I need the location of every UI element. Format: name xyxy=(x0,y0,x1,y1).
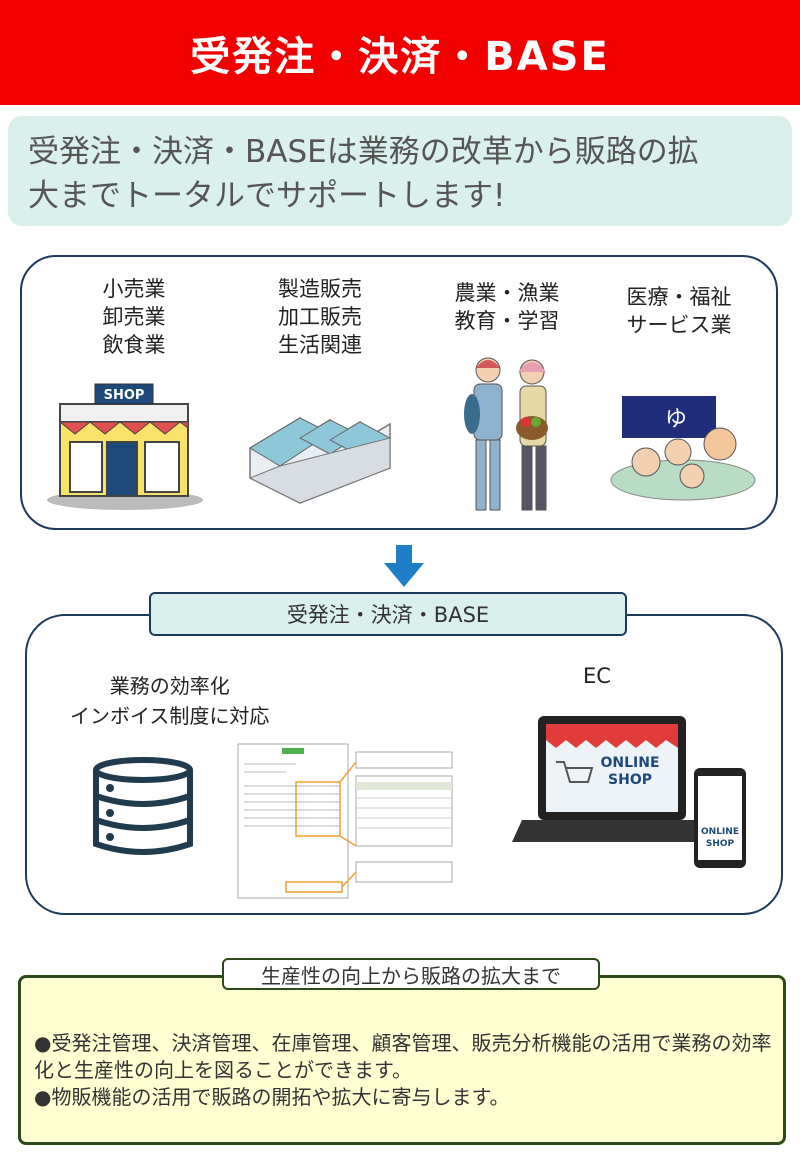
intro-banner: 受発注・決済・BASEは業務の改革から販路の拡 大までトータルでサポートします! xyxy=(8,116,792,226)
summary-bullet-2: ●物販機能の活用で販路の開拓や拡大に寄与します。 xyxy=(34,1085,510,1109)
svg-text:ゆ: ゆ xyxy=(665,407,687,432)
industry-line: 農業・漁業 xyxy=(454,281,560,305)
summary-panel xyxy=(18,975,786,1145)
farmers-illustration xyxy=(464,357,548,511)
svg-text:ONLINE: ONLINE xyxy=(701,827,739,837)
hotspring-illustration: ゆ xyxy=(610,396,756,501)
summary-body: ●受発注管理、決済管理、在庫管理、顧客管理、販売分析機能の活用で業務の効率化と生… xyxy=(34,1030,774,1111)
intro-line-2: 大までトータルでサポートします! xyxy=(28,178,506,214)
industry-line: 飲食業 xyxy=(102,333,166,357)
industry-agriculture: 農業・漁業 教育・学習 xyxy=(442,279,572,335)
database-icon xyxy=(93,757,193,855)
ec-label: EC xyxy=(583,664,611,688)
svg-text:SHOP: SHOP xyxy=(706,839,735,849)
page-title: 受発注・決済・BASE xyxy=(0,0,800,105)
factory-illustration xyxy=(248,416,392,504)
industry-line: 卸売業 xyxy=(102,305,166,329)
industries-panel: 小売業 卸売業 飲食業 製造販売 加工販売 生活関連 農業・漁業 教育・学習 医… xyxy=(20,255,778,530)
industry-line: サービス業 xyxy=(626,313,732,337)
down-arrow-icon xyxy=(384,545,424,587)
online-label-line-1: ONLINE xyxy=(600,755,659,771)
industry-line: 生活関連 xyxy=(278,333,362,357)
online-shop-illustration: ONLINE SHOP ONLINE SHOP xyxy=(512,716,746,868)
efficiency-line-1: 業務の効率化 xyxy=(109,674,230,698)
shop-illustration: SHOP xyxy=(47,383,203,510)
invoice-illustration xyxy=(237,743,453,899)
industry-line: 加工販売 xyxy=(278,305,362,329)
shop-sign: SHOP xyxy=(104,388,145,403)
solution-tag: 受発注・決済・BASE xyxy=(149,592,627,636)
industry-line: 製造販売 xyxy=(278,277,362,301)
industry-line: 医療・福祉 xyxy=(626,285,732,309)
efficiency-line-2: インボイス制度に対応 xyxy=(70,704,270,728)
summary-tag: 生産性の向上から販路の拡大まで xyxy=(222,958,600,990)
industry-line: 小売業 xyxy=(102,277,166,301)
intro-line-1: 受発注・決済・BASEは業務の改革から販路の拡 xyxy=(28,134,699,170)
online-label-line-2: SHOP xyxy=(608,772,652,788)
industry-medical: 医療・福祉 サービス業 xyxy=(614,283,744,339)
efficiency-text: 業務の効率化 インボイス制度に対応 xyxy=(70,671,269,731)
industry-retail: 小売業 卸売業 飲食業 xyxy=(79,275,189,359)
summary-bullet-1: ●受発注管理、決済管理、在庫管理、顧客管理、販売分析機能の活用で業務の効率化と生… xyxy=(34,1031,772,1082)
industry-line: 教育・学習 xyxy=(454,309,560,333)
industry-manufacturing: 製造販売 加工販売 生活関連 xyxy=(260,275,380,359)
